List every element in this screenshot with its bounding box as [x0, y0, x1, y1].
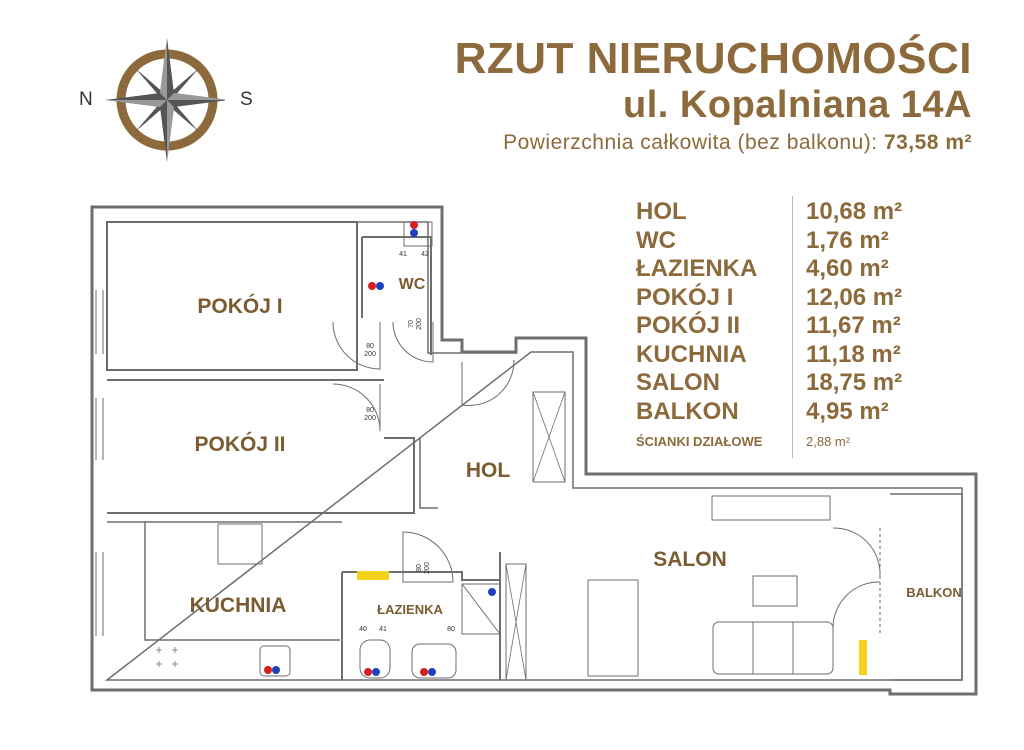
plan-title: RZUT NIERUCHOMOŚCI — [454, 34, 972, 83]
door-dim: 70 — [408, 320, 415, 328]
total-area-value: 73,58 m² — [883, 131, 972, 154]
address: ul. Kopalniana 14A — [623, 84, 972, 126]
room-label-salon: SALON — [653, 548, 727, 571]
walls-name: ŚCIANKI DZIAŁOWE — [636, 434, 763, 449]
door-dim: 80 — [366, 407, 374, 414]
area-value: 1,76 m² — [806, 226, 889, 254]
room-label-pokoj2: POKÓJ II — [194, 432, 285, 456]
fixture-dim: 80 — [447, 626, 455, 633]
radiator-icon — [357, 571, 389, 580]
area-name: WC — [636, 226, 676, 254]
area-value: 4,95 m² — [806, 397, 889, 425]
total-area-label: Powierzchnia całkowita (bez balkonu): — [503, 131, 878, 154]
area-name: SALON — [636, 369, 720, 396]
area-name: BALKON — [636, 397, 739, 425]
fixture-dim: 41 — [379, 626, 387, 633]
compass-rose-icon — [105, 38, 225, 162]
area-value: 12,06 m² — [806, 283, 903, 311]
area-value: 4,60 m² — [806, 255, 889, 282]
area-name: HOL — [636, 198, 687, 225]
area-value: 10,68 m² — [806, 198, 903, 225]
fixture-dim: 40 — [359, 626, 367, 633]
area-name: KUCHNIA — [636, 340, 747, 368]
room-label-balkon: BALKON — [906, 585, 962, 600]
area-name: POKÓJ II — [636, 312, 741, 339]
walls-value: 2,88 m² — [806, 434, 851, 449]
area-value: 11,67 m² — [806, 312, 901, 339]
area-value: 11,18 m² — [806, 340, 901, 368]
table-divider — [792, 196, 793, 458]
door-dim: 200 — [416, 318, 423, 330]
door-dim: 80 — [416, 564, 423, 572]
compass-s: S — [240, 89, 253, 110]
room-label-lazienka: ŁAZIENKA — [377, 602, 443, 617]
total-area: Powierzchnia całkowita (bez balkonu): 73… — [503, 131, 972, 155]
area-name: POKÓJ I — [636, 283, 734, 311]
room-label-pokoj1: POKÓJ I — [197, 294, 282, 318]
room-label-hol: HOL — [466, 459, 511, 482]
compass-n: N — [79, 89, 93, 110]
fixture-dim: 41 — [399, 251, 407, 258]
area-name: ŁAZIENKA — [636, 255, 758, 282]
room-label-wc: WC — [399, 276, 426, 293]
radiator-icon — [859, 640, 867, 675]
door-dim: 200 — [424, 562, 431, 574]
door-dim: 200 — [364, 415, 376, 422]
area-value: 18,75 m² — [806, 369, 903, 396]
room-label-kuchnia: KUCHNIA — [190, 594, 287, 617]
door-dim: 80 — [366, 343, 374, 350]
fixture-dim: 42 — [421, 251, 429, 258]
door-dim: 200 — [364, 351, 376, 358]
